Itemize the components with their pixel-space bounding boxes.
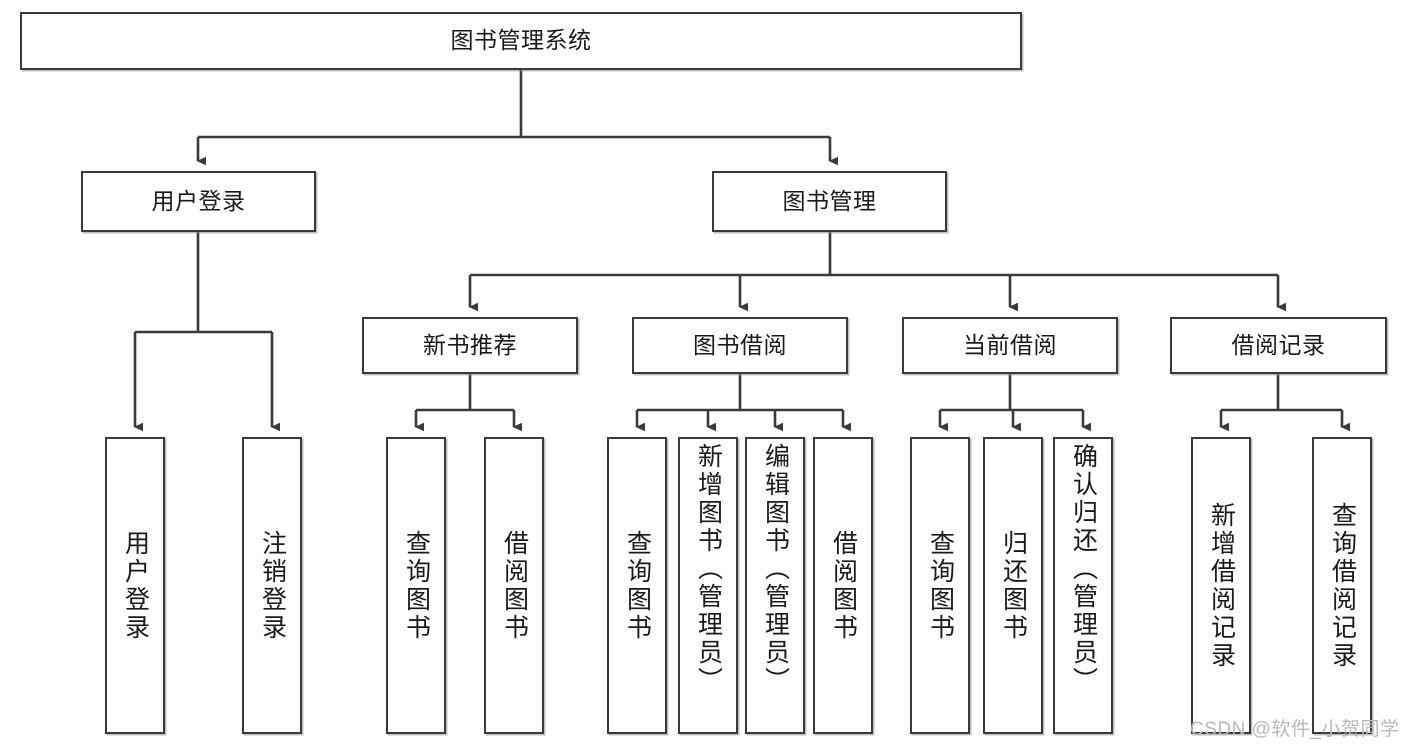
- node-current-borrow[interactable]: 当前借阅: [902, 317, 1118, 374]
- node-new-book-recommend[interactable]: 新书推荐: [362, 317, 578, 374]
- node-borrow-record[interactable]: 借阅记录: [1170, 317, 1387, 374]
- node-new-book-recommend-label: 新书推荐: [423, 331, 517, 358]
- node-book-management-label: 图书管理: [782, 187, 877, 214]
- leaf-add-book-admin[interactable]: 新增图书（管理员）: [678, 437, 738, 734]
- leaf-confirm-return-admin[interactable]: 确认归还（管理员）: [1053, 437, 1113, 734]
- leaf-query-book-current-label: 查询图书: [926, 529, 955, 642]
- node-root-label: 图书管理系统: [450, 27, 592, 54]
- leaf-edit-book-admin-label: 编辑图书（管理员）: [761, 443, 790, 695]
- leaf-user-login-label: 用户登录: [121, 529, 150, 642]
- csdn-watermark: CSDN @软件_小贺同学: [1190, 719, 1400, 740]
- leaf-query-borrow-record[interactable]: 查询借阅记录: [1312, 437, 1372, 734]
- node-book-borrow-label: 图书借阅: [693, 331, 787, 358]
- leaf-return-book-label: 归还图书: [999, 529, 1028, 642]
- node-book-management[interactable]: 图书管理: [712, 171, 947, 232]
- node-user-login-label: 用户登录: [151, 187, 246, 214]
- leaf-logout-login-label: 注销登录: [258, 529, 287, 642]
- leaf-borrow-book[interactable]: 借阅图书: [813, 437, 873, 734]
- leaf-query-book-current[interactable]: 查询图书: [910, 437, 970, 734]
- node-borrow-record-label: 借阅记录: [1231, 331, 1326, 358]
- leaf-borrow-book-recommend[interactable]: 借阅图书: [484, 437, 544, 734]
- leaf-query-book-recommend[interactable]: 查询图书: [386, 437, 446, 734]
- leaf-add-borrow-record[interactable]: 新增借阅记录: [1191, 437, 1251, 734]
- leaf-user-login[interactable]: 用户登录: [105, 437, 165, 734]
- leaf-borrow-book-label: 借阅图书: [829, 529, 858, 642]
- leaf-edit-book-admin[interactable]: 编辑图书（管理员）: [745, 437, 805, 734]
- node-current-borrow-label: 当前借阅: [963, 331, 1057, 358]
- leaf-logout-login[interactable]: 注销登录: [242, 437, 302, 734]
- leaf-query-borrow-record-label: 查询借阅记录: [1328, 501, 1357, 670]
- leaf-confirm-return-admin-label: 确认归还（管理员）: [1069, 443, 1098, 695]
- node-user-login[interactable]: 用户登录: [81, 171, 316, 232]
- leaf-add-book-admin-label: 新增图书（管理员）: [694, 443, 723, 695]
- leaf-add-borrow-record-label: 新增借阅记录: [1207, 501, 1236, 670]
- leaf-return-book[interactable]: 归还图书: [983, 437, 1043, 734]
- node-root[interactable]: 图书管理系统: [20, 12, 1022, 70]
- leaf-query-book-recommend-label: 查询图书: [402, 529, 431, 642]
- node-book-borrow[interactable]: 图书借阅: [632, 317, 848, 374]
- leaf-query-book-label: 查询图书: [623, 529, 652, 642]
- leaf-borrow-book-recommend-label: 借阅图书: [500, 529, 529, 642]
- leaf-query-book[interactable]: 查询图书: [607, 437, 667, 734]
